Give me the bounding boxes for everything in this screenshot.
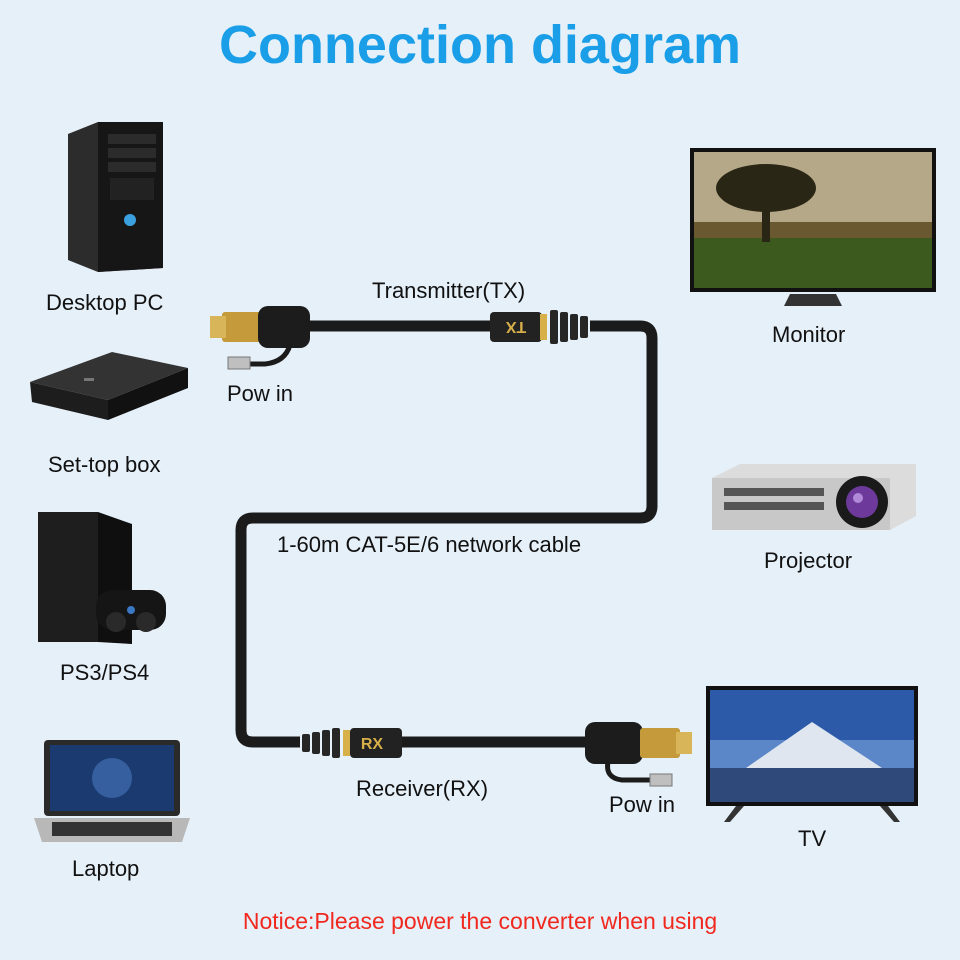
source-label-set-top-box: Set-top box xyxy=(48,452,161,477)
rx-plug-text: RX xyxy=(361,736,384,753)
laptop-icon xyxy=(34,740,190,842)
rx-hdmi-adapter xyxy=(402,722,692,787)
notice-text: Notice:Please power the converter when u… xyxy=(242,908,718,934)
diagram-title: Connection diagram xyxy=(218,15,742,75)
transmitter-label: Transmitter(TX) xyxy=(372,278,526,303)
monitor-icon xyxy=(690,148,936,306)
source-label-ps3-ps4: PS3/PS4 xyxy=(60,660,150,685)
tx-power-label: Pow in xyxy=(227,381,294,406)
desktop-pc-icon xyxy=(68,122,163,272)
projector-icon xyxy=(712,464,916,530)
tx-plug: TX xyxy=(490,310,588,344)
cable-label: 1-60m CAT-5E/6 network cable xyxy=(277,532,582,557)
rx-plug: RX xyxy=(302,728,402,758)
receiver-label: Receiver(RX) xyxy=(356,776,489,801)
network-cable xyxy=(235,320,658,748)
tv-icon xyxy=(706,686,918,822)
display-label-tv: TV xyxy=(798,826,827,851)
tx-plug-text: TX xyxy=(505,318,526,335)
set-top-box-icon xyxy=(30,352,188,420)
source-label-laptop: Laptop xyxy=(72,856,140,881)
tx-hdmi-adapter xyxy=(210,306,490,370)
display-label-monitor: Monitor xyxy=(772,322,846,347)
game-console-icon xyxy=(38,512,166,644)
display-label-projector: Projector xyxy=(764,548,853,573)
source-label-desktop-pc: Desktop PC xyxy=(46,290,164,315)
rx-power-label: Pow in xyxy=(609,792,676,817)
